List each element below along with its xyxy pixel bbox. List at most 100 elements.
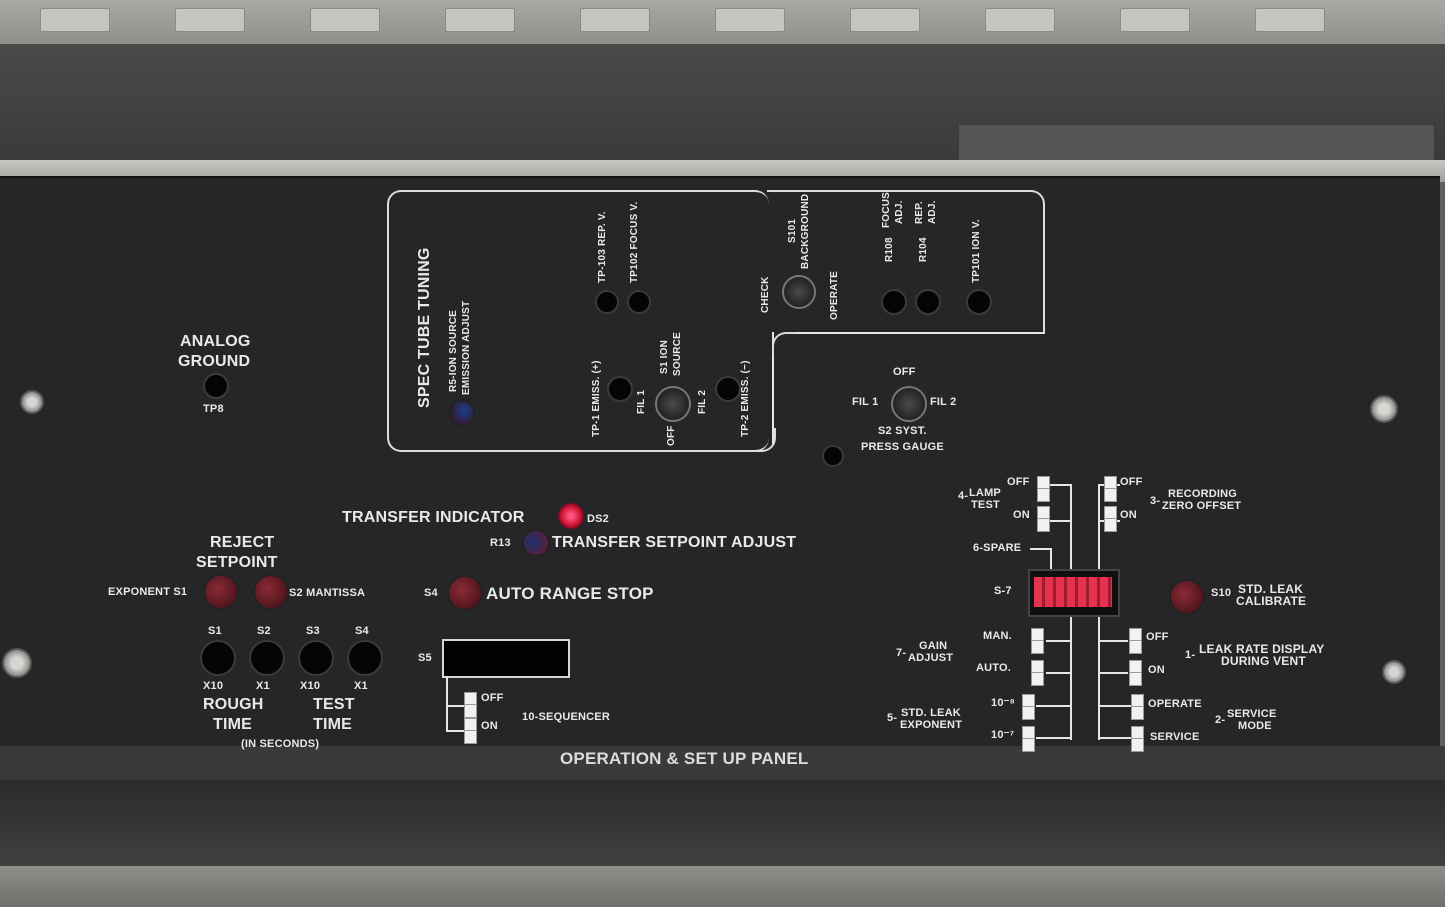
s7-dip-switch[interactable] bbox=[1028, 569, 1120, 617]
time-s3-label: S3 bbox=[306, 625, 320, 637]
mantissa-label: S2 MANTISSA bbox=[289, 587, 366, 599]
s4-auto-range-dial[interactable] bbox=[447, 575, 483, 611]
gain-auto-switch[interactable] bbox=[1031, 672, 1044, 686]
std-exp-switch[interactable] bbox=[1022, 706, 1035, 720]
gain-man-switch[interactable] bbox=[1031, 640, 1044, 654]
s7-label: S-7 bbox=[994, 585, 1012, 597]
s1-off-label: OFF bbox=[666, 425, 677, 446]
std-exp-switch[interactable] bbox=[1022, 738, 1035, 752]
rail-tab bbox=[1120, 8, 1190, 32]
s5-on-label: ON bbox=[481, 720, 498, 732]
r13-label: R13 bbox=[490, 537, 511, 549]
transfer-setpoint-label: TRANSFER SETPOINT ADJUST bbox=[552, 534, 797, 551]
time-s4-switch[interactable] bbox=[347, 640, 383, 676]
tp102-label: TP102 FOCUS V. bbox=[629, 201, 640, 283]
dip-wiring-line bbox=[1036, 705, 1072, 707]
dip-wiring-line bbox=[1070, 614, 1072, 740]
s2-fil2-label: FIL 2 bbox=[930, 396, 957, 408]
reject-label: REJECT bbox=[210, 534, 275, 551]
r5-label: R5-ION SOURCE bbox=[448, 309, 459, 392]
s5-on-switch[interactable] bbox=[464, 730, 477, 744]
r108-focus-adjust[interactable] bbox=[881, 289, 907, 315]
tp1-jack[interactable] bbox=[607, 376, 633, 402]
spec-tube-outline bbox=[387, 190, 769, 452]
tp102-jack[interactable] bbox=[627, 290, 651, 314]
leak-off-switch[interactable] bbox=[1129, 640, 1142, 654]
spec-tube-outline bbox=[752, 428, 776, 452]
lamp-label: TEST bbox=[971, 499, 1000, 511]
time-s1-label: S1 bbox=[208, 625, 222, 637]
rail-tab bbox=[850, 8, 920, 32]
reject-label: SETPOINT bbox=[196, 554, 278, 571]
rail-tab bbox=[445, 8, 515, 32]
r108-label: FOCUS bbox=[881, 192, 892, 228]
time-s1-switch[interactable] bbox=[200, 640, 236, 676]
panel-title: OPERATION & SET UP PANEL bbox=[560, 749, 809, 768]
dip-wiring-line bbox=[1098, 614, 1100, 740]
r104-label: ADJ. bbox=[927, 200, 938, 224]
s1-label: SOURCE bbox=[672, 332, 683, 376]
bottom-rail bbox=[0, 866, 1445, 907]
gain-num: 7- bbox=[896, 647, 907, 659]
s101-label: S101 bbox=[787, 218, 798, 243]
tp103-label: TP-103 REP. V. bbox=[597, 211, 608, 283]
rec-off-switch[interactable] bbox=[1104, 488, 1117, 502]
rec-on-label: ON bbox=[1120, 509, 1137, 521]
time-s3-switch[interactable] bbox=[298, 640, 334, 676]
ds2-led-indicator bbox=[558, 503, 584, 529]
rail-tab bbox=[310, 8, 380, 32]
time-s2-switch[interactable] bbox=[249, 640, 285, 676]
std-num: 5- bbox=[887, 712, 898, 724]
leak-on-switch[interactable] bbox=[1129, 672, 1142, 686]
tp103-jack[interactable] bbox=[595, 290, 619, 314]
tp101-jack[interactable] bbox=[966, 289, 992, 315]
rail-tab bbox=[580, 8, 650, 32]
fil2-label: FIL 2 bbox=[697, 389, 708, 414]
dip-wiring-line bbox=[1098, 672, 1128, 674]
in-seconds-label: (IN SECONDS) bbox=[241, 738, 320, 750]
service-mode-switch[interactable] bbox=[1131, 738, 1144, 752]
s1-ion-source-switch[interactable] bbox=[655, 386, 691, 422]
dip-wiring-line bbox=[1098, 640, 1128, 642]
transfer-indicator-label: TRANSFER INDICATOR bbox=[342, 509, 525, 526]
top-rail bbox=[0, 0, 1445, 44]
tp2-jack[interactable] bbox=[715, 376, 741, 402]
man-label: MAN. bbox=[983, 630, 1012, 642]
analog-ground-label: ANALOG bbox=[180, 333, 251, 350]
s2-label: S2 SYST. bbox=[878, 425, 927, 437]
rec-num: 3- bbox=[1150, 495, 1161, 507]
s101-label: BACKGROUND bbox=[800, 193, 811, 269]
lamp-off-switch[interactable] bbox=[1037, 488, 1050, 502]
s2-press-gauge-switch[interactable] bbox=[891, 386, 927, 422]
s10-calibrate-dial[interactable] bbox=[1169, 579, 1205, 615]
s5-display-window bbox=[442, 639, 570, 678]
s101-toggle-switch[interactable] bbox=[782, 275, 816, 309]
e8-label: 10⁻⁸ bbox=[991, 697, 1016, 709]
x1-label: X1 bbox=[256, 680, 270, 692]
tp2-label: TP-2 EMISS. (−) bbox=[740, 360, 751, 437]
spec-tube-outline bbox=[790, 332, 1045, 334]
r5-emission-adjust[interactable] bbox=[449, 400, 475, 426]
auto-range-stop-label: AUTO RANGE STOP bbox=[486, 584, 654, 603]
lamp-num: 4- bbox=[958, 490, 969, 502]
dip-wiring-line bbox=[1070, 484, 1072, 570]
r13-setpoint-knob[interactable] bbox=[522, 529, 550, 557]
tp8-jack[interactable] bbox=[203, 373, 229, 399]
rec-on-switch[interactable] bbox=[1104, 518, 1117, 532]
s2-off-label: OFF bbox=[893, 366, 916, 378]
s2-mantissa-dial[interactable] bbox=[253, 574, 289, 610]
panel-jack[interactable] bbox=[822, 445, 844, 467]
test-time-label: TEST bbox=[313, 696, 355, 713]
rail-tab bbox=[985, 8, 1055, 32]
s4-label: S4 bbox=[424, 587, 438, 599]
r104-rep-adjust[interactable] bbox=[915, 289, 941, 315]
dip-wiring-line bbox=[1036, 737, 1072, 739]
s5-off-switch[interactable] bbox=[464, 704, 477, 718]
x1-label: X1 bbox=[354, 680, 368, 692]
service-operate-switch[interactable] bbox=[1131, 706, 1144, 720]
lamp-on-switch[interactable] bbox=[1037, 518, 1050, 532]
screw-icon bbox=[20, 390, 44, 414]
gain-label: ADJUST bbox=[908, 652, 954, 664]
screw-icon bbox=[1382, 660, 1406, 684]
s1-exponent-dial[interactable] bbox=[203, 574, 239, 610]
